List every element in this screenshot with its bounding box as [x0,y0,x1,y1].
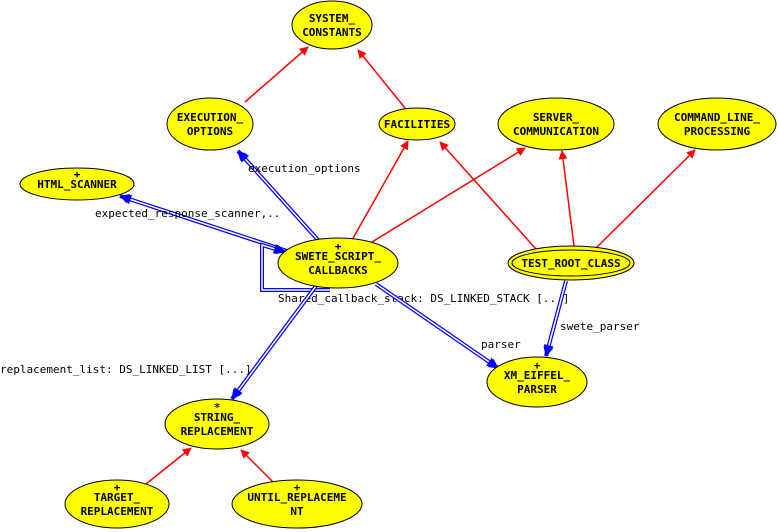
node-label: FACILITIES [384,118,450,131]
inherit-edge-line [439,141,537,250]
class-node-until-replacement[interactable]: +UNTIL_REPLACEMENT [231,479,363,529]
edge-swete_script_callbacks-to-facilities [351,140,409,241]
node-ellipse [64,479,170,529]
inherit-edge-line [240,449,274,483]
node-ellipse [378,107,456,141]
node-label: UNTIL_REPLACEME [247,491,346,504]
node-marker: + [534,359,541,372]
inherit-edge-line [371,147,526,243]
class-node-command-line-processing[interactable]: COMMAND_LINE_PROCESSING [657,97,777,151]
node-ellipse [166,97,254,151]
node-label: REPLACEMENT [81,505,154,518]
edge-target_replacement-to-string_replacement [145,447,192,485]
edge-label: execution_options [248,162,361,175]
edge-label: replacement_list: DS_LINKED_LIST [...] [0,363,252,376]
inherit-edge-line [558,150,575,247]
node-ellipse [657,97,777,151]
node-label: REPLACEMENT [181,425,254,438]
edge-test_root_class-to-xm_eiffel_parser: swete_parser [543,280,640,357]
node-label: SYSTEM_ [309,12,356,25]
edge-label: expected_response_scanner,.. [95,207,280,220]
edge-label: parser [481,338,521,351]
node-label: TARGET_ [94,491,141,504]
client-edge-inner [231,285,317,400]
edge-until_replacement-to-string_replacement [240,449,274,483]
inherit-edge-line [595,149,696,249]
node-label: COMMUNICATION [513,125,599,138]
client-arrowhead [232,387,243,399]
edge-label: Shared_callback_stack: DS_LINKED_STACK [… [278,292,569,305]
node-label: SWETE_SCRIPT_ [295,250,381,263]
node-label: PROCESSING [684,125,751,138]
client-arrowhead [238,151,250,163]
node-label: TEST_ROOT_CLASS [521,257,620,270]
inherit-edge-line [244,46,309,103]
client-arrowhead [120,194,133,205]
class-node-swete-script-callbacks[interactable]: +SWETE_SCRIPT_CALLBACKS [277,237,399,289]
node-label: NT [290,505,304,518]
client-edge-inner [545,280,567,357]
node-ellipse [497,97,615,151]
edge-label: swete_parser [560,320,640,333]
class-node-xm-eiffel-parser[interactable]: +XM_EIFFEL_PARSER [486,356,588,408]
edge-swete_script_callbacks-to-xm_eiffel_parser: parser [374,282,521,370]
node-ellipse [164,398,270,450]
node-marker: + [294,481,301,494]
edge-test_root_class-to-command_line_processing [595,149,696,249]
class-node-test-root-class[interactable]: TEST_ROOT_CLASS [507,245,635,281]
class-node-server-communication[interactable]: SERVER_COMMUNICATION [497,97,615,151]
node-marker: + [114,481,121,494]
node-marker: + [335,240,342,253]
edge-test_root_class-to-facilities [439,141,537,250]
node-label: OPTIONS [187,125,233,138]
inherit-edge-line [145,447,192,485]
class-node-execution-options[interactable]: EXECUTION_OPTIONS [166,97,254,151]
client-edge-inner [237,150,319,241]
edge-swete_script_callbacks-to-string_replacement: replacement_list: DS_LINKED_LIST [...] [0,284,318,401]
node-marker: + [74,168,81,181]
class-node-system-constants[interactable]: SYSTEM_CONSTANTS [291,0,373,50]
node-label: CALLBACKS [308,264,368,277]
class-node-target-replacement[interactable]: +TARGET_REPLACEMENT [64,479,170,529]
edge-swete_script_callbacks-to-server_communication [371,147,526,243]
node-label: EXECUTION_ [177,111,244,124]
edge-facilities-to-system_constants [357,49,406,109]
edge-test_root_class-to-server_communication [558,150,575,247]
node-ellipse-inner [511,249,631,277]
client-edge-inner [375,283,499,369]
class-node-string-replacement[interactable]: *STRING_REPLACEMENT [164,398,270,450]
node-label: HTML_SCANNER [37,178,117,191]
client-arrowhead [544,344,554,356]
node-label: PARSER [517,383,557,396]
edge-execution_options-to-system_constants [244,46,309,103]
node-marker: * [214,401,221,414]
client-arrowhead [273,244,285,254]
edge-swete_script_callbacks-to-html_scanner: expected_response_scanner,.. [95,194,291,254]
client-edge-inner [261,243,330,291]
node-label: SERVER_ [533,111,580,124]
client-arrowhead [486,357,498,368]
edge-swete_script_callbacks-to-swete_script_callbacks: Shared_callback_stack: DS_LINKED_STACK [… [260,242,569,305]
node-ellipse [291,0,373,50]
node-label: COMMAND_LINE_ [674,111,760,124]
node-label: XM_EIFFEL_ [504,369,571,382]
node-ellipse [231,479,363,529]
node-label: STRING_ [194,411,241,424]
class-node-facilities[interactable]: FACILITIES [378,107,456,141]
edge-swete_script_callbacks-to-execution_options: execution_options [236,149,361,242]
node-label: CONSTANTS [302,26,362,39]
class-node-html-scanner[interactable]: +HTML_SCANNER [19,167,135,201]
node-ellipse [507,245,635,281]
node-ellipse [277,237,399,289]
inherit-edge-line [357,49,406,109]
node-ellipse [486,356,588,408]
node-ellipse [19,167,135,201]
inherit-edge-line [351,140,409,241]
client-edge-inner [119,195,291,253]
